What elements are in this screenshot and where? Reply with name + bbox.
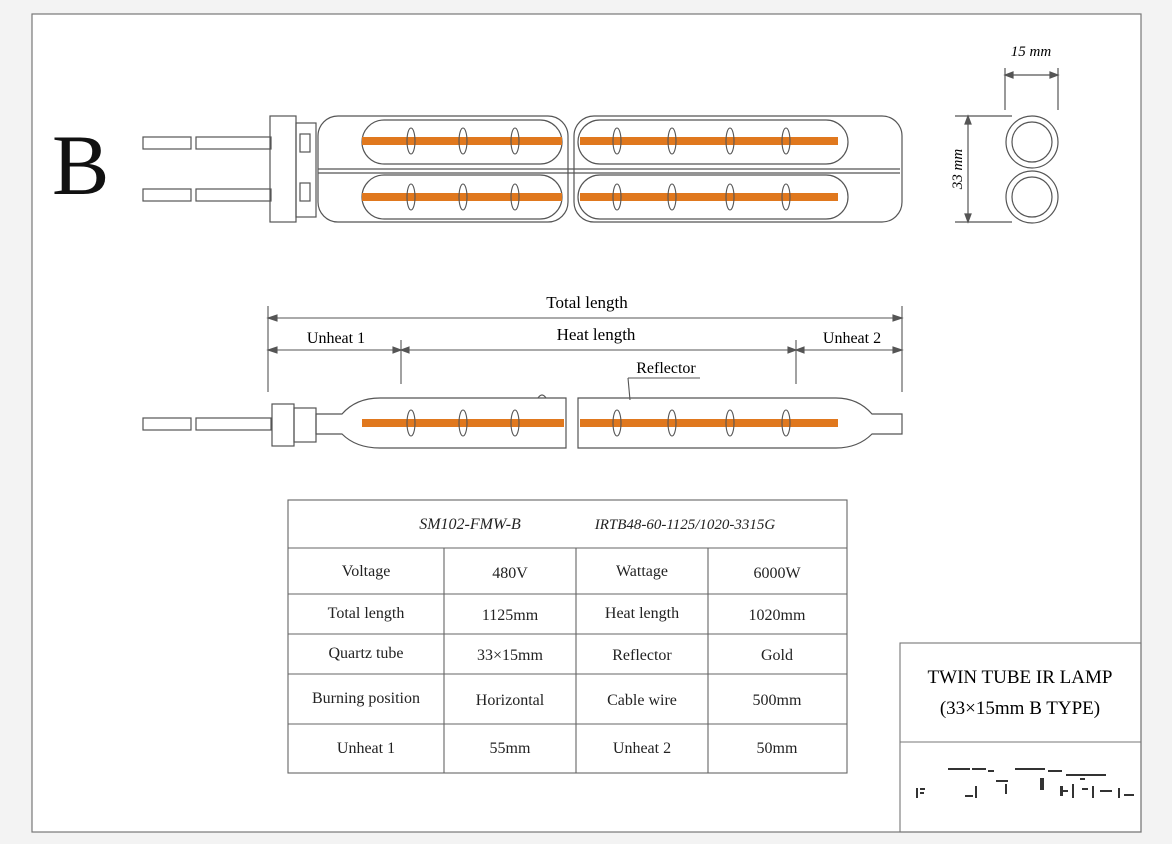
unheat1-label: Unheat 1 bbox=[307, 330, 365, 347]
cable-1-end bbox=[142, 136, 192, 150]
table-cell: 1125mm bbox=[482, 607, 539, 624]
table-cell: 33×15mm bbox=[477, 647, 543, 664]
spec-table bbox=[287, 499, 848, 774]
filaments-top-view bbox=[362, 137, 838, 201]
cross-section-view bbox=[955, 68, 1060, 224]
title-block bbox=[899, 642, 1142, 833]
unheat2-label: Unheat 2 bbox=[823, 330, 881, 347]
table-cell: 480V bbox=[492, 565, 528, 582]
single-tube-side-view bbox=[142, 394, 903, 449]
table-cell: Wattage bbox=[616, 563, 668, 580]
table-cell: Burning position bbox=[312, 690, 420, 707]
title-line-2: (33×15mm B TYPE) bbox=[940, 698, 1100, 719]
reflector-label: Reflector bbox=[636, 360, 696, 377]
table-cell: Cable wire bbox=[607, 692, 677, 709]
part-number: IRTB48-60-1125/1020-3315G bbox=[594, 517, 776, 533]
filament-side-view bbox=[362, 419, 838, 427]
height-dimension-label: 33 mm bbox=[950, 149, 966, 191]
table-cell: 1020mm bbox=[749, 607, 806, 624]
title-line-1: TWIN TUBE IR LAMP bbox=[928, 667, 1113, 688]
table-cell: 55mm bbox=[490, 740, 531, 757]
table-cell: Heat length bbox=[605, 605, 679, 622]
table-cell: 50mm bbox=[757, 740, 798, 757]
table-cell: Total length bbox=[328, 605, 405, 622]
total-length-label: Total length bbox=[546, 293, 628, 312]
table-cell: 6000W bbox=[753, 565, 801, 582]
table-cell: Unheat 2 bbox=[613, 740, 671, 757]
filament-supports-side bbox=[406, 409, 791, 437]
filament-supports-top bbox=[406, 127, 791, 211]
table-cell: Reflector bbox=[612, 647, 672, 664]
table-cell: Voltage bbox=[342, 563, 391, 580]
width-dimension-label: 15 mm bbox=[1011, 44, 1052, 60]
table-cell: Horizontal bbox=[476, 692, 545, 709]
heat-length-label: Heat length bbox=[557, 325, 636, 344]
cable-2 bbox=[195, 188, 272, 202]
company-logo-graphic bbox=[916, 768, 1134, 798]
table-cell: Unheat 1 bbox=[337, 740, 395, 757]
table-cell: 500mm bbox=[753, 692, 802, 709]
dimension-lines bbox=[266, 306, 904, 401]
cable-1 bbox=[195, 136, 272, 150]
table-cell: Quartz tube bbox=[328, 645, 403, 662]
cable-2-end bbox=[142, 188, 192, 202]
variant-letter: B bbox=[52, 117, 109, 213]
model-number: SM102-FMW-B bbox=[419, 516, 521, 533]
table-cell: Gold bbox=[761, 647, 793, 664]
connector-collar bbox=[295, 122, 317, 218]
